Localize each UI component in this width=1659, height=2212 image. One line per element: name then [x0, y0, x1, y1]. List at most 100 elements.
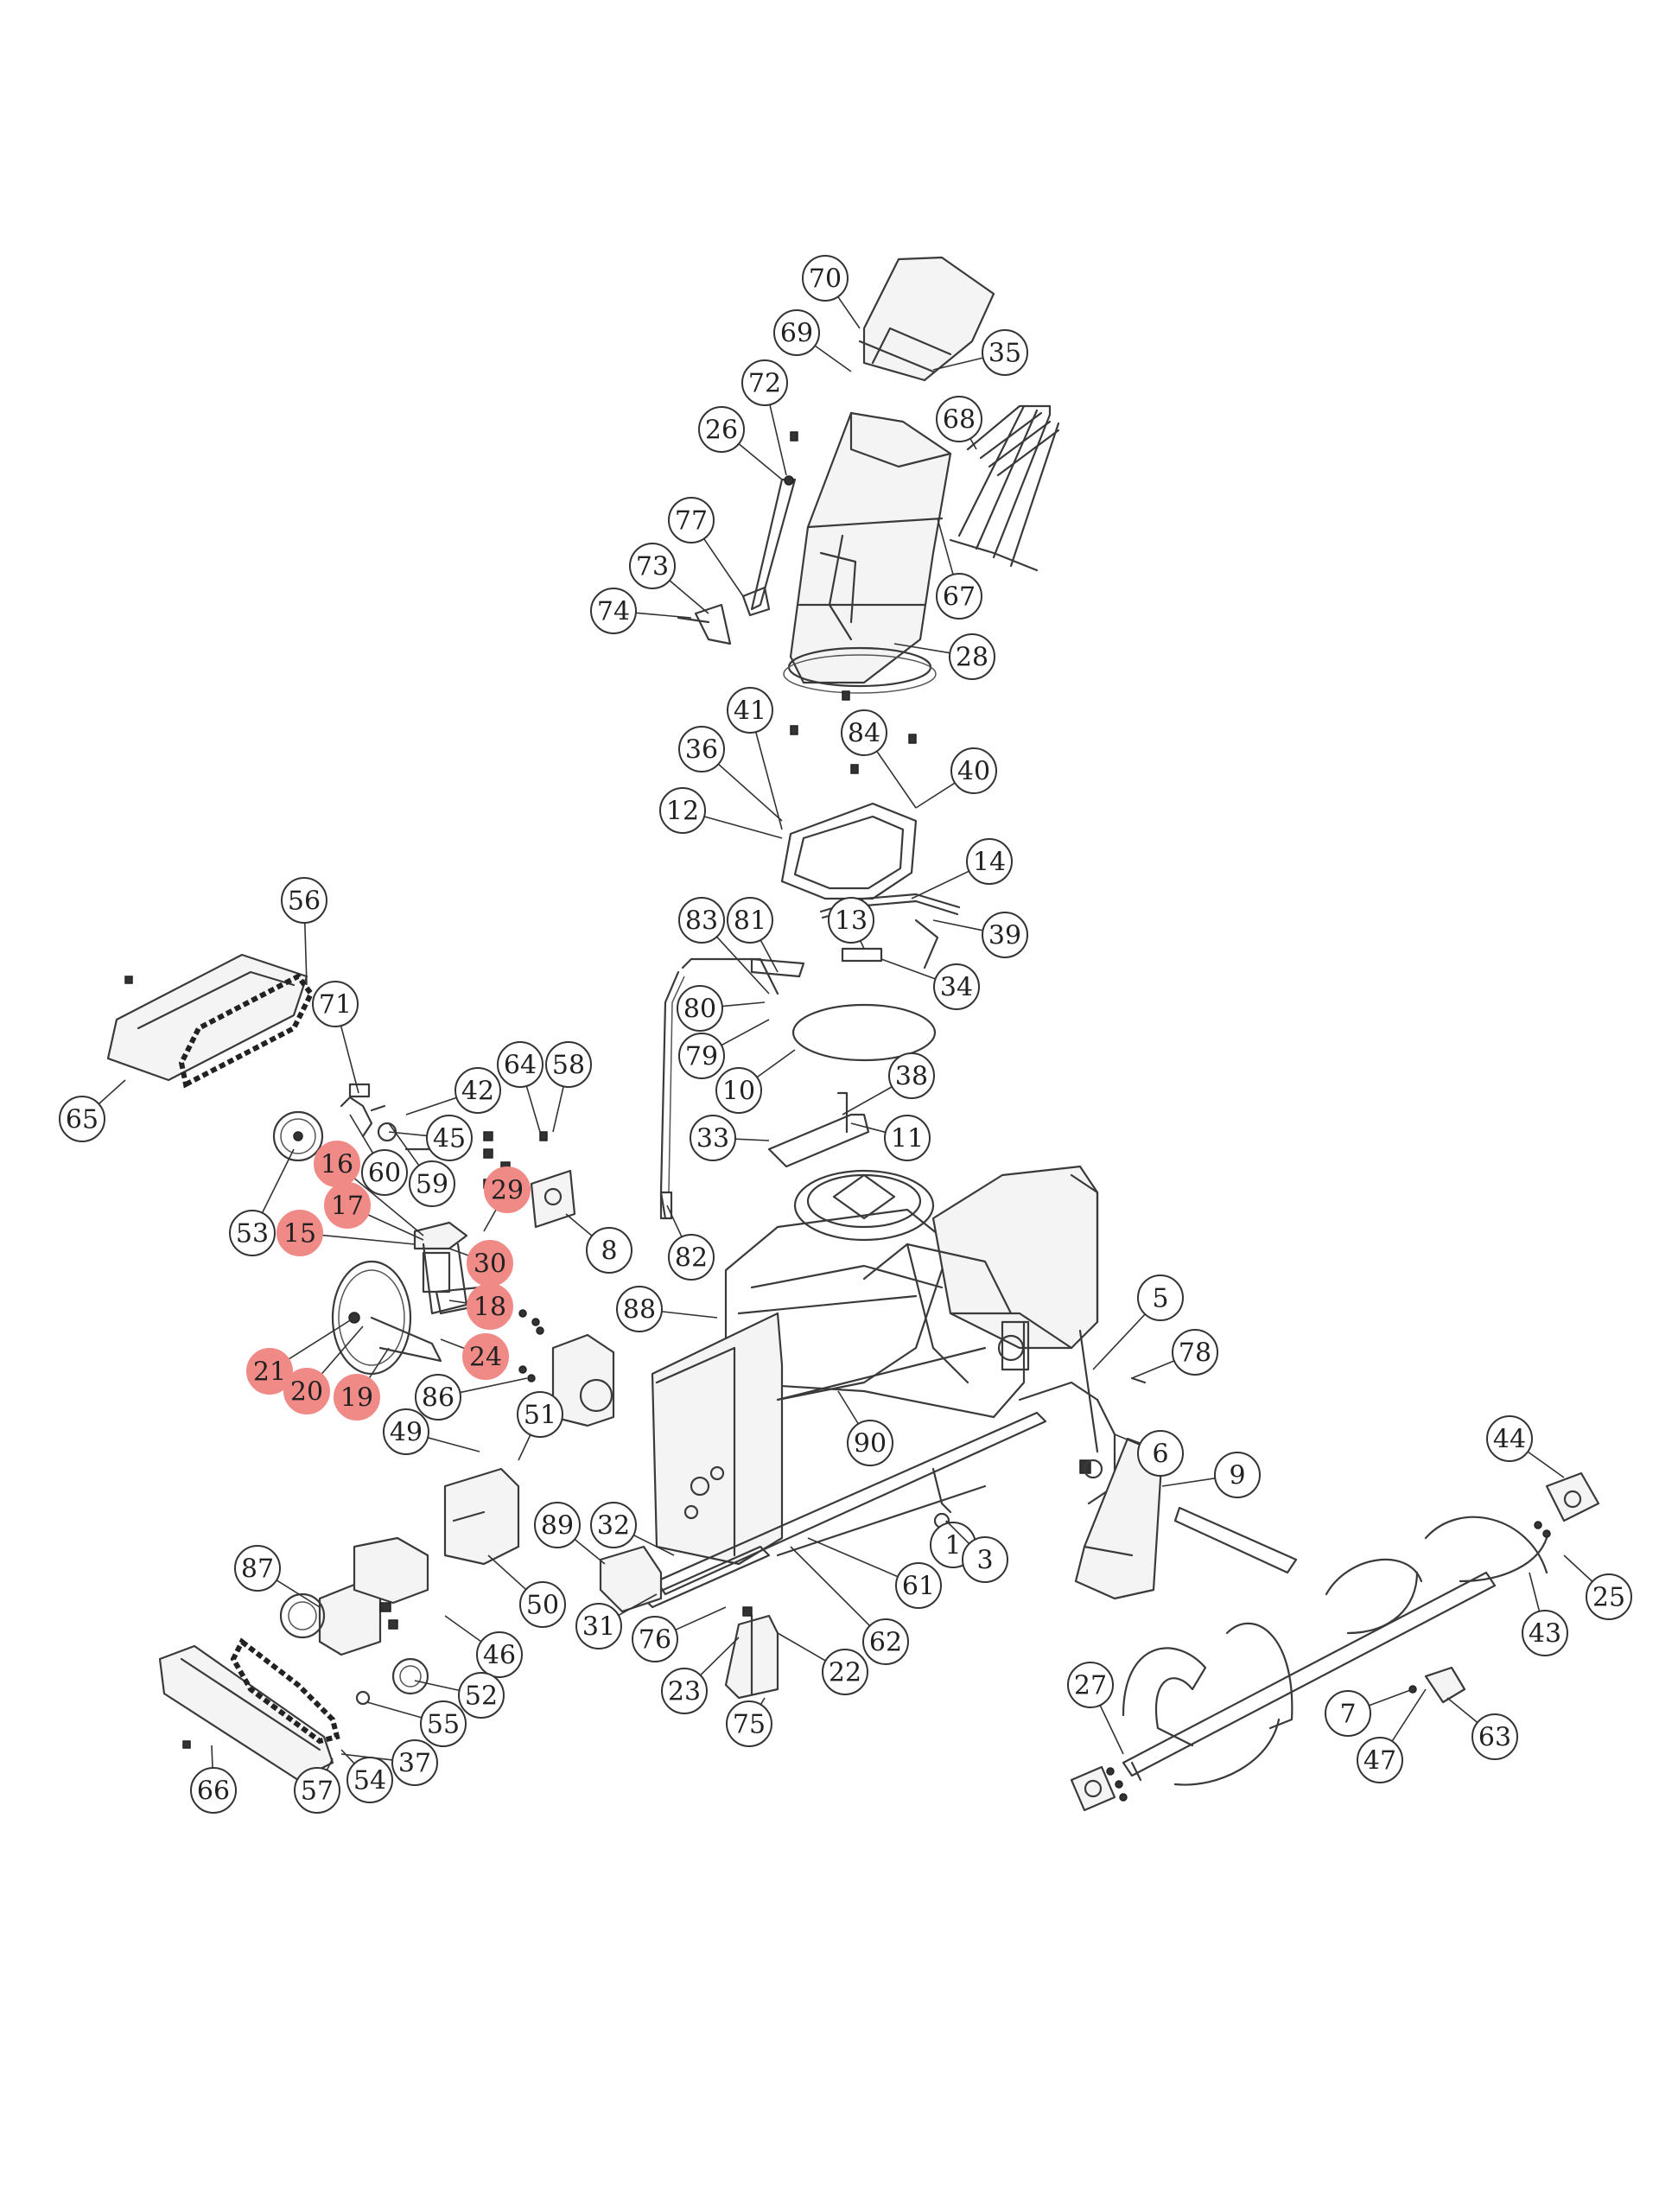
- leader-line: [276, 1580, 321, 1608]
- callout-31: 31: [575, 1593, 658, 1649]
- callout-number: 1: [944, 1531, 961, 1561]
- leader-line: [427, 1437, 480, 1452]
- blower-housing: [724, 1165, 1116, 1505]
- callout-number: 83: [685, 906, 718, 937]
- bearing-flange-right: [1534, 1471, 1600, 1538]
- callout-number: 79: [685, 1042, 718, 1072]
- callout-64: 64: [497, 1041, 543, 1133]
- leader-line: [440, 1338, 466, 1350]
- callout-balloon: [659, 787, 706, 834]
- callout-balloon: [234, 1545, 281, 1592]
- leader-line: [565, 1213, 593, 1236]
- leader-line: [261, 1148, 295, 1214]
- callout-balloon: [936, 573, 982, 620]
- callout-balloon: [678, 726, 725, 772]
- callout-number: 32: [597, 1511, 630, 1541]
- callout-3: 3: [945, 1520, 1008, 1583]
- callout-number: 61: [902, 1572, 935, 1602]
- leader-line: [574, 1538, 606, 1565]
- callout-36: 36: [678, 726, 783, 822]
- leader-line: [367, 1214, 424, 1241]
- callout-68: 68: [936, 396, 982, 450]
- callout-number: 27: [1074, 1671, 1107, 1701]
- callout-49: 49: [383, 1408, 480, 1455]
- callout-number: 74: [597, 597, 630, 627]
- callout-56: 56: [281, 877, 327, 986]
- callout-balloon: [862, 1618, 909, 1665]
- leader-line: [754, 731, 783, 830]
- callout-balloon: [690, 1115, 736, 1161]
- chute-ring: [780, 431, 918, 900]
- callout-balloon: [933, 963, 980, 1010]
- callout-number: 30: [474, 1249, 506, 1280]
- callout-number: 43: [1529, 1619, 1561, 1649]
- callout-16: 16: [314, 1141, 424, 1236]
- callout-number: 51: [524, 1401, 556, 1431]
- callout-balloon: [715, 1067, 762, 1114]
- leader-line: [1391, 1688, 1427, 1742]
- callout-41: 41: [727, 687, 783, 830]
- callout-balloon: [773, 309, 820, 356]
- callout-number: 17: [331, 1192, 364, 1222]
- leader-line: [893, 643, 950, 654]
- callout-number: 31: [582, 1612, 615, 1643]
- chute-rotator-cable: [659, 957, 805, 1220]
- callout-number: 76: [639, 1625, 671, 1656]
- callout-65: 65: [59, 1079, 126, 1142]
- leader-line: [721, 1001, 766, 1007]
- callout-59: 59: [388, 1122, 455, 1207]
- callout-balloon: [276, 1210, 323, 1256]
- leader-line: [303, 922, 308, 986]
- leader-line: [880, 958, 936, 980]
- callout-13: 13: [828, 897, 874, 950]
- callout-number: 50: [526, 1591, 559, 1621]
- callout-number: 20: [290, 1377, 323, 1408]
- leader-line: [661, 1311, 718, 1319]
- callout-70: 70: [802, 255, 861, 329]
- callout-number: 33: [696, 1124, 729, 1154]
- leader-line: [321, 1325, 364, 1375]
- callout-39: 39: [932, 912, 1028, 958]
- leader-line: [814, 345, 852, 372]
- leader-line: [860, 940, 865, 950]
- callout-balloon: [949, 633, 995, 680]
- auger-flights: [1122, 1516, 1548, 1786]
- leader-line: [326, 1758, 334, 1770]
- leader-line: [414, 1680, 460, 1692]
- callout-balloon: [59, 1096, 105, 1142]
- callout-balloon: [246, 1348, 293, 1395]
- callout-balloon: [950, 747, 997, 794]
- leader-line: [1446, 1697, 1478, 1724]
- leader-line: [444, 1615, 482, 1643]
- belt-guard-plate: [443, 1467, 520, 1566]
- leader-line: [635, 612, 692, 619]
- leader-line: [632, 1534, 675, 1556]
- callout-number: 23: [668, 1677, 701, 1707]
- leader-line: [405, 1096, 457, 1116]
- callout-balloon: [962, 1536, 1008, 1583]
- callout-82: 82: [666, 1205, 715, 1281]
- callout-77: 77: [668, 497, 744, 597]
- callout-number: 39: [988, 921, 1021, 951]
- callout-33: 33: [690, 1115, 770, 1161]
- leader-line: [525, 1085, 541, 1133]
- callout-52: 52: [414, 1672, 505, 1719]
- callout-number: 67: [943, 582, 976, 613]
- callout-60: 60: [349, 1114, 408, 1196]
- bearing-unit: [1408, 1666, 1466, 1704]
- callout-balloon: [462, 1333, 509, 1380]
- callout-balloon: [1522, 1610, 1568, 1656]
- leader-line: [211, 1745, 213, 1769]
- callout-number: 86: [422, 1383, 454, 1414]
- callout-35: 35: [932, 329, 1028, 376]
- callout-balloon: [590, 588, 637, 634]
- callout-number: 5: [1152, 1284, 1168, 1314]
- callout-balloon: [484, 1166, 531, 1213]
- leader-line: [837, 1390, 860, 1425]
- callout-balloon: [727, 897, 773, 944]
- callout-26: 26: [698, 406, 783, 480]
- callout-number: 88: [623, 1295, 656, 1325]
- callout-84: 84: [841, 709, 917, 809]
- callout-balloon: [982, 912, 1028, 958]
